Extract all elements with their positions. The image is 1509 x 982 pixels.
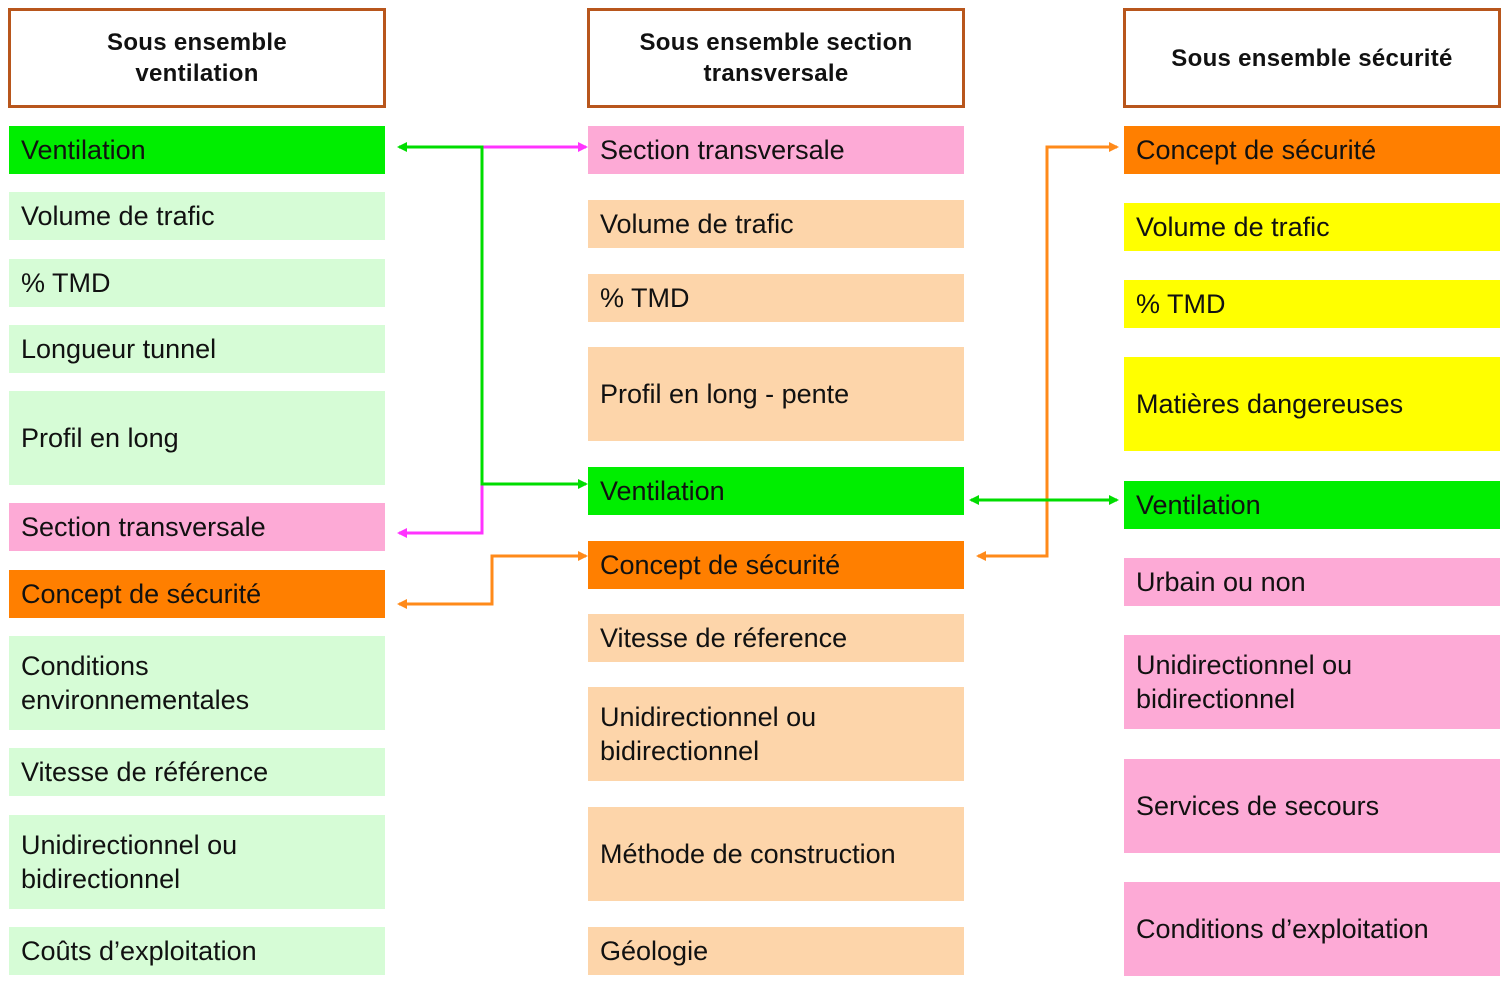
header-ventilation: Sous ensemble ventilation [8, 8, 386, 108]
col3-item-urbain: Urbain ou non [1124, 558, 1500, 606]
connector-section-transversale [397, 142, 588, 538]
col3-item-unidirectionnel: Unidirectionnel ou bidirectionnel [1124, 635, 1500, 729]
col1-item-section-transversale: Section transversale [9, 503, 385, 551]
col3-item-matieres-dangereuses: Matières dangereuses [1124, 357, 1500, 451]
connector-concept-securite-col2-col3 [976, 142, 1119, 561]
col3-item-ventilation: Ventilation [1124, 481, 1500, 529]
col1-item-longueur-tunnel: Longueur tunnel [9, 325, 385, 373]
header-securite: Sous ensemble sécurité [1123, 8, 1501, 108]
header-section-transversale: Sous ensemble section transversale [587, 8, 965, 108]
col1-item-conditions-environnementales: Conditions environnementales [9, 636, 385, 730]
col1-item-couts-exploitation: Coûts d’exploitation [9, 927, 385, 975]
col3-item-services-secours: Services de secours [1124, 759, 1500, 853]
col3-item-concept-securite: Concept de sécurité [1124, 126, 1500, 174]
col2-item-profil-pente: Profil en long - pente [588, 347, 964, 441]
col2-item-unidirectionnel: Unidirectionnel ou bidirectionnel [588, 687, 964, 781]
col1-item-ventilation: Ventilation [9, 126, 385, 174]
col2-item-tmd: % TMD [588, 274, 964, 322]
col2-item-ventilation: Ventilation [588, 467, 964, 515]
col2-item-section-transversale: Section transversale [588, 126, 964, 174]
col3-item-tmd: % TMD [1124, 280, 1500, 328]
col2-item-geologie: Géologie [588, 927, 964, 975]
col2-item-vitesse-reference: Vitesse de réference [588, 614, 964, 662]
col1-item-vitesse-reference: Vitesse de référence [9, 748, 385, 796]
col1-item-tmd: % TMD [9, 259, 385, 307]
col3-item-conditions-exploitation: Conditions d’exploitation [1124, 882, 1500, 976]
col3-item-volume-trafic: Volume de trafic [1124, 203, 1500, 251]
col2-item-volume-trafic: Volume de trafic [588, 200, 964, 248]
col1-item-volume-trafic: Volume de trafic [9, 192, 385, 240]
col1-item-concept-securite: Concept de sécurité [9, 570, 385, 618]
connector-ventilation-col1-col2 [397, 142, 588, 489]
col2-item-methode-construction: Méthode de construction [588, 807, 964, 901]
col2-item-concept-securite: Concept de sécurité [588, 541, 964, 589]
connector-concept-securite-col1-col2 [397, 551, 588, 609]
col1-item-profil-en-long: Profil en long [9, 391, 385, 485]
col1-item-unidirectionnel: Unidirectionnel ou bidirectionnel [9, 815, 385, 909]
